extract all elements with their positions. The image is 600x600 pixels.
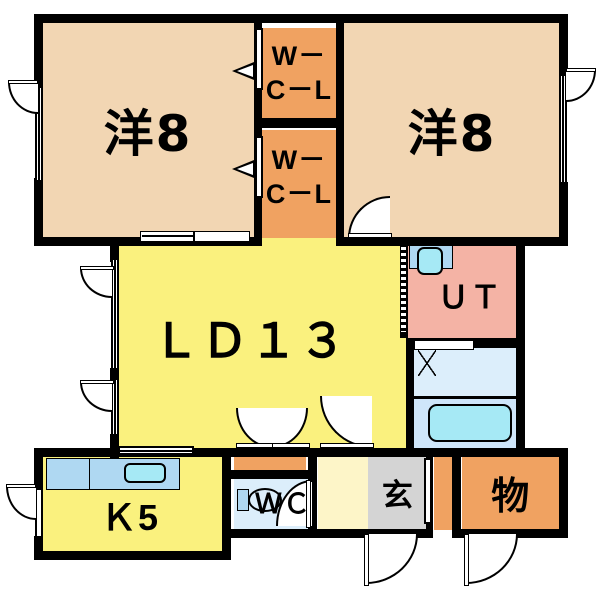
bathtub	[428, 404, 512, 442]
wall-storage-west	[452, 448, 461, 538]
room-genkan	[368, 456, 428, 530]
sliding-door-bedroom-left-ld[interactable]	[140, 231, 250, 242]
wall-south-ld-right	[312, 448, 408, 457]
genkan-shoe-box	[434, 456, 456, 530]
door-leaf-ld-hall-left	[236, 443, 274, 448]
wc-upper-band	[234, 456, 306, 474]
door-swing-ld-west-lower	[80, 382, 112, 412]
door-swing-bedroom-right-east	[566, 70, 596, 102]
wall-closet-divider	[254, 118, 344, 128]
wall-kitchen-east	[222, 448, 231, 560]
wall-closet-west	[254, 14, 262, 246]
room-bedroom-left	[42, 22, 254, 238]
wall-east-bedroom-right	[559, 14, 568, 76]
toilet-bowl	[248, 488, 282, 512]
window-ld-west-upper-mullion	[114, 260, 116, 368]
wall-storage-east	[559, 448, 568, 538]
wall-kitchen-west-2	[34, 536, 43, 560]
room-closet-lower	[260, 130, 338, 238]
door-leaf-ld-entry	[320, 443, 374, 448]
genkan-door-frame[interactable]	[424, 458, 432, 524]
sliding-door-panel-split	[193, 231, 195, 242]
wall-wc-south	[226, 529, 316, 538]
wall-top-right-block	[254, 14, 568, 23]
sliding-door-rail	[142, 235, 194, 237]
door-swing-bedroom-left-west	[8, 82, 38, 114]
room-closet-upper	[260, 28, 338, 118]
door-swing-kitchen-west	[6, 486, 36, 520]
wall-wc-east	[308, 456, 317, 538]
door-leaf-bedroom-right-east	[566, 68, 596, 72]
door-leaf-bedroom-left-west	[8, 80, 38, 84]
door-bath-vee-icon	[418, 350, 436, 376]
window-kitchen-passthrough-mullion	[120, 450, 192, 452]
wall-bath-east	[516, 344, 525, 456]
door-swing-ld-west-upper	[80, 268, 112, 298]
wall-kitchen-south	[34, 551, 230, 560]
wall-west-ld	[110, 238, 119, 262]
door-leaf-genkan	[364, 534, 369, 586]
wall-east-ld-2	[406, 338, 414, 456]
wall-closet-east	[336, 14, 344, 246]
wall-kitchen-west	[34, 448, 43, 492]
wall-west-bedroom-left-2	[34, 178, 43, 246]
wall-wc-north	[226, 470, 316, 479]
closet-lower-arrow-fill	[237, 163, 253, 175]
closet-lower-door[interactable]	[255, 136, 263, 198]
door-swing-genkan	[366, 534, 418, 584]
door-swing-storage	[466, 534, 518, 584]
wall-bath-divider	[414, 396, 516, 399]
door-utility[interactable]	[401, 244, 406, 332]
door-leaf-bedroom-right	[348, 233, 392, 238]
wall-west-bedroom-left	[34, 14, 43, 90]
room-storage	[462, 456, 560, 530]
closet-upper-door[interactable]	[255, 28, 263, 90]
door-leaf-ld-hall-right	[272, 443, 310, 448]
washbasin-bowl	[417, 247, 443, 275]
door-leaf-ld-west-lower	[80, 380, 114, 384]
wall-ut-east	[516, 238, 525, 348]
wall-top-left-block	[34, 14, 262, 23]
entry-hall	[318, 456, 368, 530]
window-bedroom-right-east-mullion	[562, 76, 564, 182]
kitchen-stove	[46, 458, 90, 490]
door-bath-panel[interactable]	[414, 340, 474, 350]
wall-storage-north	[452, 448, 568, 457]
wall-east-bedroom-right-2	[559, 182, 568, 246]
door-leaf-wc	[306, 480, 311, 528]
door-leaf-ld-west-upper	[80, 266, 114, 270]
wall-south-ld-mid	[228, 448, 318, 457]
door-leaf-storage	[464, 534, 469, 586]
wall-south-bedroom-right	[336, 237, 568, 246]
kitchen-sink	[124, 463, 166, 483]
wall-kitchen-north	[34, 448, 118, 457]
door-leaf-kitchen-west	[6, 484, 36, 488]
wall-west-ld-3	[110, 434, 119, 458]
door-kitchen-west[interactable]	[35, 488, 43, 538]
closet-upper-arrow-fill	[237, 65, 253, 77]
window-bedroom-left-west-mullion	[38, 88, 40, 180]
window-ld-west-lower-mullion	[114, 380, 116, 434]
